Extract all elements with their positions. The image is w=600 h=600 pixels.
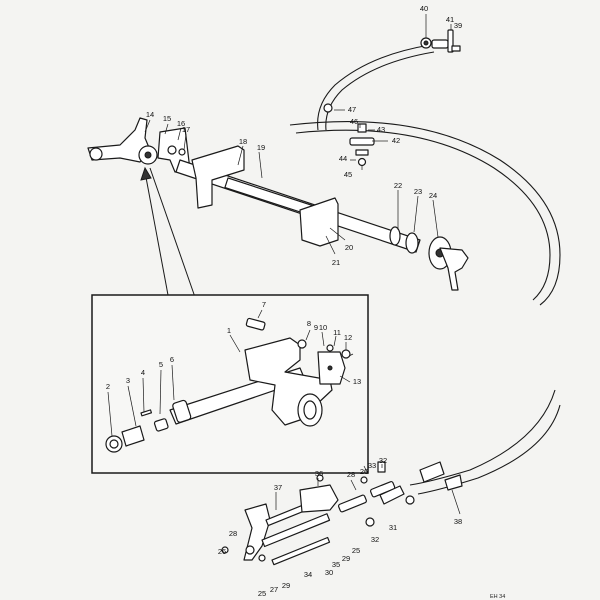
callout-28-lower: 28 (229, 529, 237, 538)
callout-26-upper: 26 (360, 467, 368, 476)
callout-41: 41 (446, 15, 454, 24)
callout-23: 23 (414, 187, 422, 196)
callout-25-left: 25 (258, 589, 266, 598)
callout-25-right: 25 (352, 546, 360, 555)
callout-45: 45 (344, 170, 352, 179)
callout-22: 22 (394, 181, 402, 190)
callout-16: 16 (177, 119, 185, 128)
callout-42: 42 (392, 136, 400, 145)
callout-27: 27 (270, 585, 278, 594)
callout-8: 8 (307, 319, 311, 328)
lower-linkage-assembly (221, 461, 463, 566)
callout-14: 14 (146, 110, 154, 119)
callout-19: 19 (257, 143, 265, 152)
callout-39: 39 (454, 21, 462, 30)
callout-46: 46 (350, 117, 358, 126)
brake-cable-outer (289, 121, 561, 306)
callout-3: 3 (126, 376, 130, 385)
callout-32-upper: 32 (379, 456, 387, 465)
callout-10: 10 (319, 323, 327, 332)
callout-29-right: 29 (342, 554, 350, 563)
callout-24: 24 (429, 191, 437, 200)
callout-20: 20 (345, 243, 353, 252)
callout-2: 2 (106, 382, 110, 391)
callout-11: 11 (333, 328, 341, 337)
callout-47: 47 (348, 105, 356, 114)
callout-1: 1 (227, 326, 231, 335)
callout-5: 5 (159, 360, 163, 369)
callout-32-lower: 32 (371, 535, 379, 544)
callout-36: 36 (315, 469, 323, 478)
callout-4: 4 (141, 368, 145, 377)
callout-12: 12 (344, 333, 352, 342)
callout-21: 21 (332, 258, 340, 267)
callout-28-upper: 28 (347, 470, 355, 479)
callout-44: 44 (339, 154, 347, 163)
callout-35: 35 (332, 560, 340, 569)
handbrake-lever-left (87, 117, 191, 173)
callout-34: 34 (304, 570, 312, 579)
upper-cable-assembly (317, 29, 461, 167)
callout-33: 33 (368, 461, 376, 470)
callout-7: 7 (262, 300, 266, 309)
callout-29-left: 29 (282, 581, 290, 590)
callout-18: 18 (239, 137, 247, 146)
callout-40: 40 (420, 4, 428, 13)
callout-17: 17 (182, 125, 190, 134)
callout-26-lower: 26 (218, 547, 226, 556)
callout-9: 9 (314, 323, 318, 332)
callout-43: 43 (377, 125, 385, 134)
callout-37: 37 (274, 483, 282, 492)
inset-shaft-detail (105, 317, 351, 453)
callout-13: 13 (353, 377, 361, 386)
callout-labels: 40 41 39 47 46 43 42 44 45 14 15 16 17 1… (106, 4, 505, 600)
callout-30: 30 (325, 568, 333, 577)
callout-38: 38 (454, 517, 462, 526)
cross-shaft-assembly (175, 145, 469, 291)
leader-lines (107, 14, 461, 515)
figure-reference: EH 34 (490, 594, 505, 600)
detail-callout-pointer (140, 166, 197, 301)
callout-15: 15 (163, 114, 171, 123)
callout-6: 6 (170, 355, 174, 364)
callout-31: 31 (389, 523, 397, 532)
brake-cable-lower (409, 389, 561, 495)
